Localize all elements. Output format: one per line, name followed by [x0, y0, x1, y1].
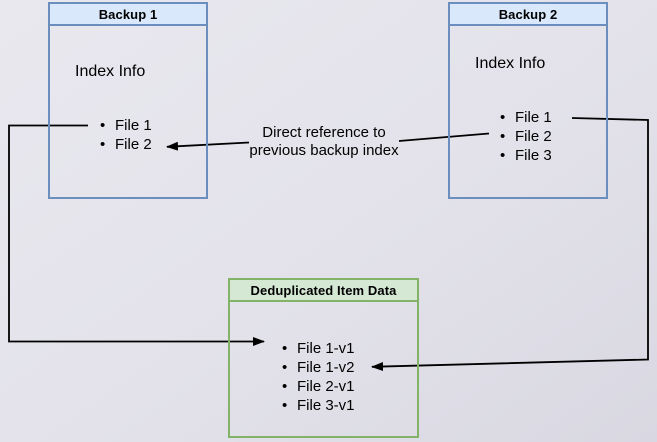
- list-item: File 2: [500, 127, 552, 146]
- node-dedup-title: Deduplicated Item Data: [230, 280, 417, 302]
- node-backup1-title: Backup 1: [50, 4, 206, 26]
- node-backup1: Backup 1 Index Info File 1 File 2: [48, 2, 208, 199]
- list-item: File 1: [100, 116, 152, 135]
- node-backup2: Backup 2 Index Info File 1 File 2 File 3: [448, 2, 608, 199]
- list-item: File 1-v1: [282, 339, 355, 358]
- list-item: File 2-v1: [282, 377, 355, 396]
- list-item: File 1: [500, 108, 552, 127]
- node-backup2-subtitle: Index Info: [475, 55, 546, 72]
- node-deduplicated-item-data: Deduplicated Item Data File 1-v1 File 1-…: [228, 278, 419, 438]
- list-item: File 3: [500, 146, 552, 165]
- list-item: File 2: [100, 135, 152, 154]
- node-dedup-file-list: File 1-v1 File 1-v2 File 2-v1 File 3-v1: [282, 339, 355, 415]
- node-backup2-title: Backup 2: [450, 4, 606, 26]
- node-backup2-file-list: File 1 File 2 File 3: [500, 108, 552, 165]
- list-item: File 3-v1: [282, 396, 355, 415]
- list-item: File 1-v2: [282, 358, 355, 377]
- node-backup1-file-list: File 1 File 2: [100, 116, 152, 154]
- direct-reference-edge-label: Direct reference to previous backup inde…: [249, 124, 399, 159]
- node-backup1-subtitle: Index Info: [75, 63, 146, 80]
